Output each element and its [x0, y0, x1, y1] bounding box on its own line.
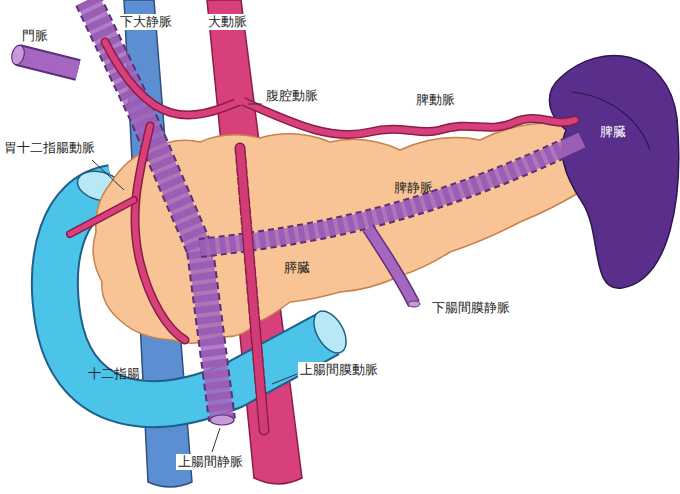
- part-label: 胃十二指腸動脈: [2, 140, 97, 156]
- duodenum-end: [307, 306, 353, 359]
- gastroduodenal-artery: [135, 126, 185, 340]
- part-label: 大動脈: [206, 14, 249, 30]
- spleen-hilum: [572, 92, 650, 150]
- portal-branch: [18, 55, 78, 70]
- leader-line: [92, 160, 124, 190]
- hepatic-artery: [105, 42, 238, 115]
- hepatic-artery-outline: [105, 42, 238, 115]
- portal-branch-outline: [18, 55, 78, 70]
- sma-outline: [240, 148, 264, 430]
- part-label: 下腸間膜静脈: [430, 300, 512, 316]
- inferior-mesenteric-vein: [368, 228, 414, 304]
- part-label: 脾動脈: [414, 92, 457, 108]
- part-label: 門脈: [20, 28, 50, 44]
- part-label: 下大静脈: [118, 14, 174, 30]
- splenic-artery: [240, 100, 575, 135]
- part-label: 上腸間膜動脈: [298, 362, 380, 378]
- gastroduodenal-outline: [135, 126, 185, 340]
- part-label: 十二指腸: [86, 366, 142, 382]
- vessel-end: [10, 44, 26, 66]
- leader-line: [272, 374, 297, 384]
- part-label: 膵臓: [282, 260, 312, 276]
- part-label: 腹腔動脈: [264, 88, 320, 104]
- spleen: [549, 55, 678, 288]
- superior-mesenteric-artery: [240, 148, 264, 430]
- leader-line: [212, 428, 220, 452]
- part-label: 脾静脈: [392, 180, 435, 196]
- artery-branch: [70, 200, 134, 234]
- splenic-vein-outline: [200, 140, 582, 248]
- leader-line: [248, 104, 262, 105]
- splenic-vein: [200, 140, 582, 248]
- vessel-end: [408, 301, 420, 307]
- artery-branch-outline: [70, 200, 134, 234]
- part-label: 脾臓: [598, 124, 628, 140]
- part-label: 上腸間静脈: [176, 454, 245, 470]
- imv-outline: [368, 228, 414, 304]
- splenic-artery-outline: [240, 100, 575, 135]
- celiac-trunk: [236, 92, 240, 100]
- vessel-end: [210, 415, 234, 425]
